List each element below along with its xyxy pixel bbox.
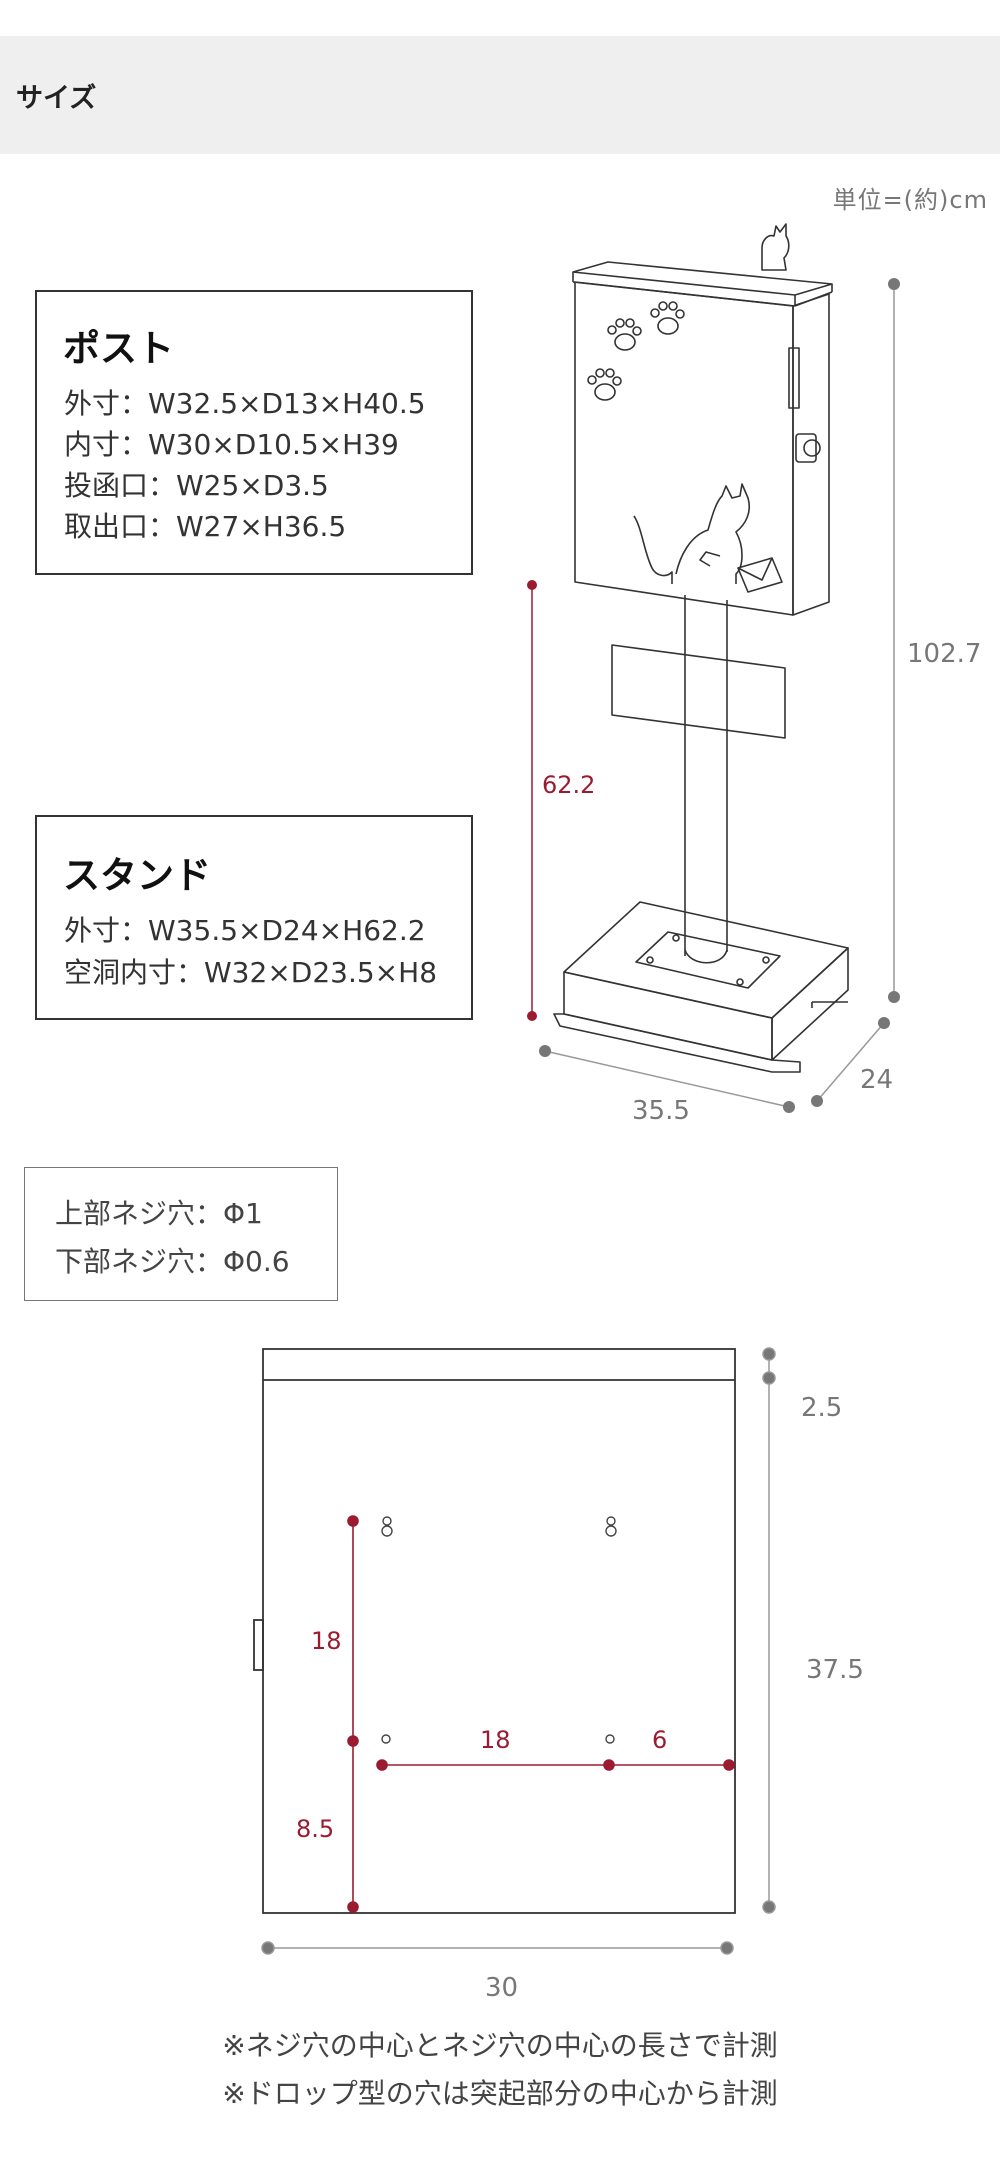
post-spec-line: 投函口：W25×D3.5 — [64, 469, 329, 502]
stand-spec-title: スタンド — [63, 854, 211, 897]
front-view-diagram: 102.7 62.2 35.5 24 — [527, 223, 981, 1126]
top-band-label: 2.5 — [801, 1393, 842, 1423]
name-plate — [611, 644, 786, 739]
stand-base-side — [771, 947, 849, 1061]
total-height-label: 102.7 — [907, 639, 981, 669]
screw-hole-line: 下部ネジ穴：Φ0.6 — [55, 1245, 290, 1278]
paw-icon — [607, 318, 642, 351]
body-height-label: 37.5 — [806, 1655, 864, 1685]
drop-hole-icon — [605, 1516, 617, 1537]
stand-base-top — [563, 901, 849, 1019]
side-tab — [253, 1619, 264, 1671]
back-panel — [262, 1348, 736, 1914]
post-side — [792, 293, 830, 616]
depth-label: 24 — [860, 1065, 893, 1095]
section-header: サイズ — [0, 36, 1000, 154]
hole-vertical-spacing-label: 18 — [311, 1627, 342, 1655]
post-spec-box: ポスト 外寸：W32.5×D13×H40.5 内寸：W30×D10.5×H39 … — [35, 290, 473, 575]
stand-height-label: 62.2 — [542, 771, 595, 799]
letter-icon — [737, 557, 783, 593]
measurement-note: ※ドロップ型の穴は突起部分の中心から計測 — [222, 2077, 778, 2110]
width-label: 35.5 — [632, 1096, 690, 1126]
post-spec-line: 外寸：W32.5×D13×H40.5 — [64, 387, 426, 420]
post-spec-title: ポスト — [63, 327, 174, 370]
screw-hole-icon — [605, 1734, 615, 1744]
section-title: サイズ — [16, 83, 97, 114]
paw-icon — [587, 368, 622, 401]
post-spec-line: 取出口：W27×H36.5 — [64, 510, 347, 543]
side-latch — [788, 347, 800, 409]
paw-icon — [650, 301, 685, 335]
post-spec-line: 内寸：W30×D10.5×H39 — [64, 428, 399, 461]
screw-hole-box: 上部ネジ穴：Φ1 下部ネジ穴：Φ0.6 — [24, 1167, 338, 1301]
stand-spec-box: スタンド 外寸：W35.5×D24×H62.2 空洞内寸：W32×D23.5×H… — [35, 815, 473, 1020]
hole-horizontal-spacing-label: 18 — [480, 1726, 511, 1754]
post-lid — [572, 261, 833, 296]
hole-to-edge-label: 6 — [652, 1726, 667, 1754]
stand-base-flange — [553, 1013, 801, 1073]
top-cat-icon — [761, 223, 790, 271]
back-width-label: 30 — [485, 1973, 518, 2003]
measurement-note: ※ネジ穴の中心とネジ穴の中心の長さで計測 — [222, 2029, 778, 2062]
lock-icon — [795, 433, 817, 463]
stand-spec-line: 外寸：W35.5×D24×H62.2 — [64, 914, 426, 947]
cat-with-letter-icon — [633, 483, 751, 584]
stand-spec-line: 空洞内寸：W32×D23.5×H8 — [64, 956, 438, 989]
screw-hole-icon — [381, 1734, 391, 1744]
hole-to-bottom-label: 8.5 — [296, 1815, 334, 1843]
base-plate — [635, 931, 781, 989]
unit-label: 単位=(約)cm — [832, 186, 988, 214]
drop-hole-icon — [381, 1516, 393, 1537]
screw-hole-line: 上部ネジ穴：Φ1 — [55, 1197, 263, 1230]
